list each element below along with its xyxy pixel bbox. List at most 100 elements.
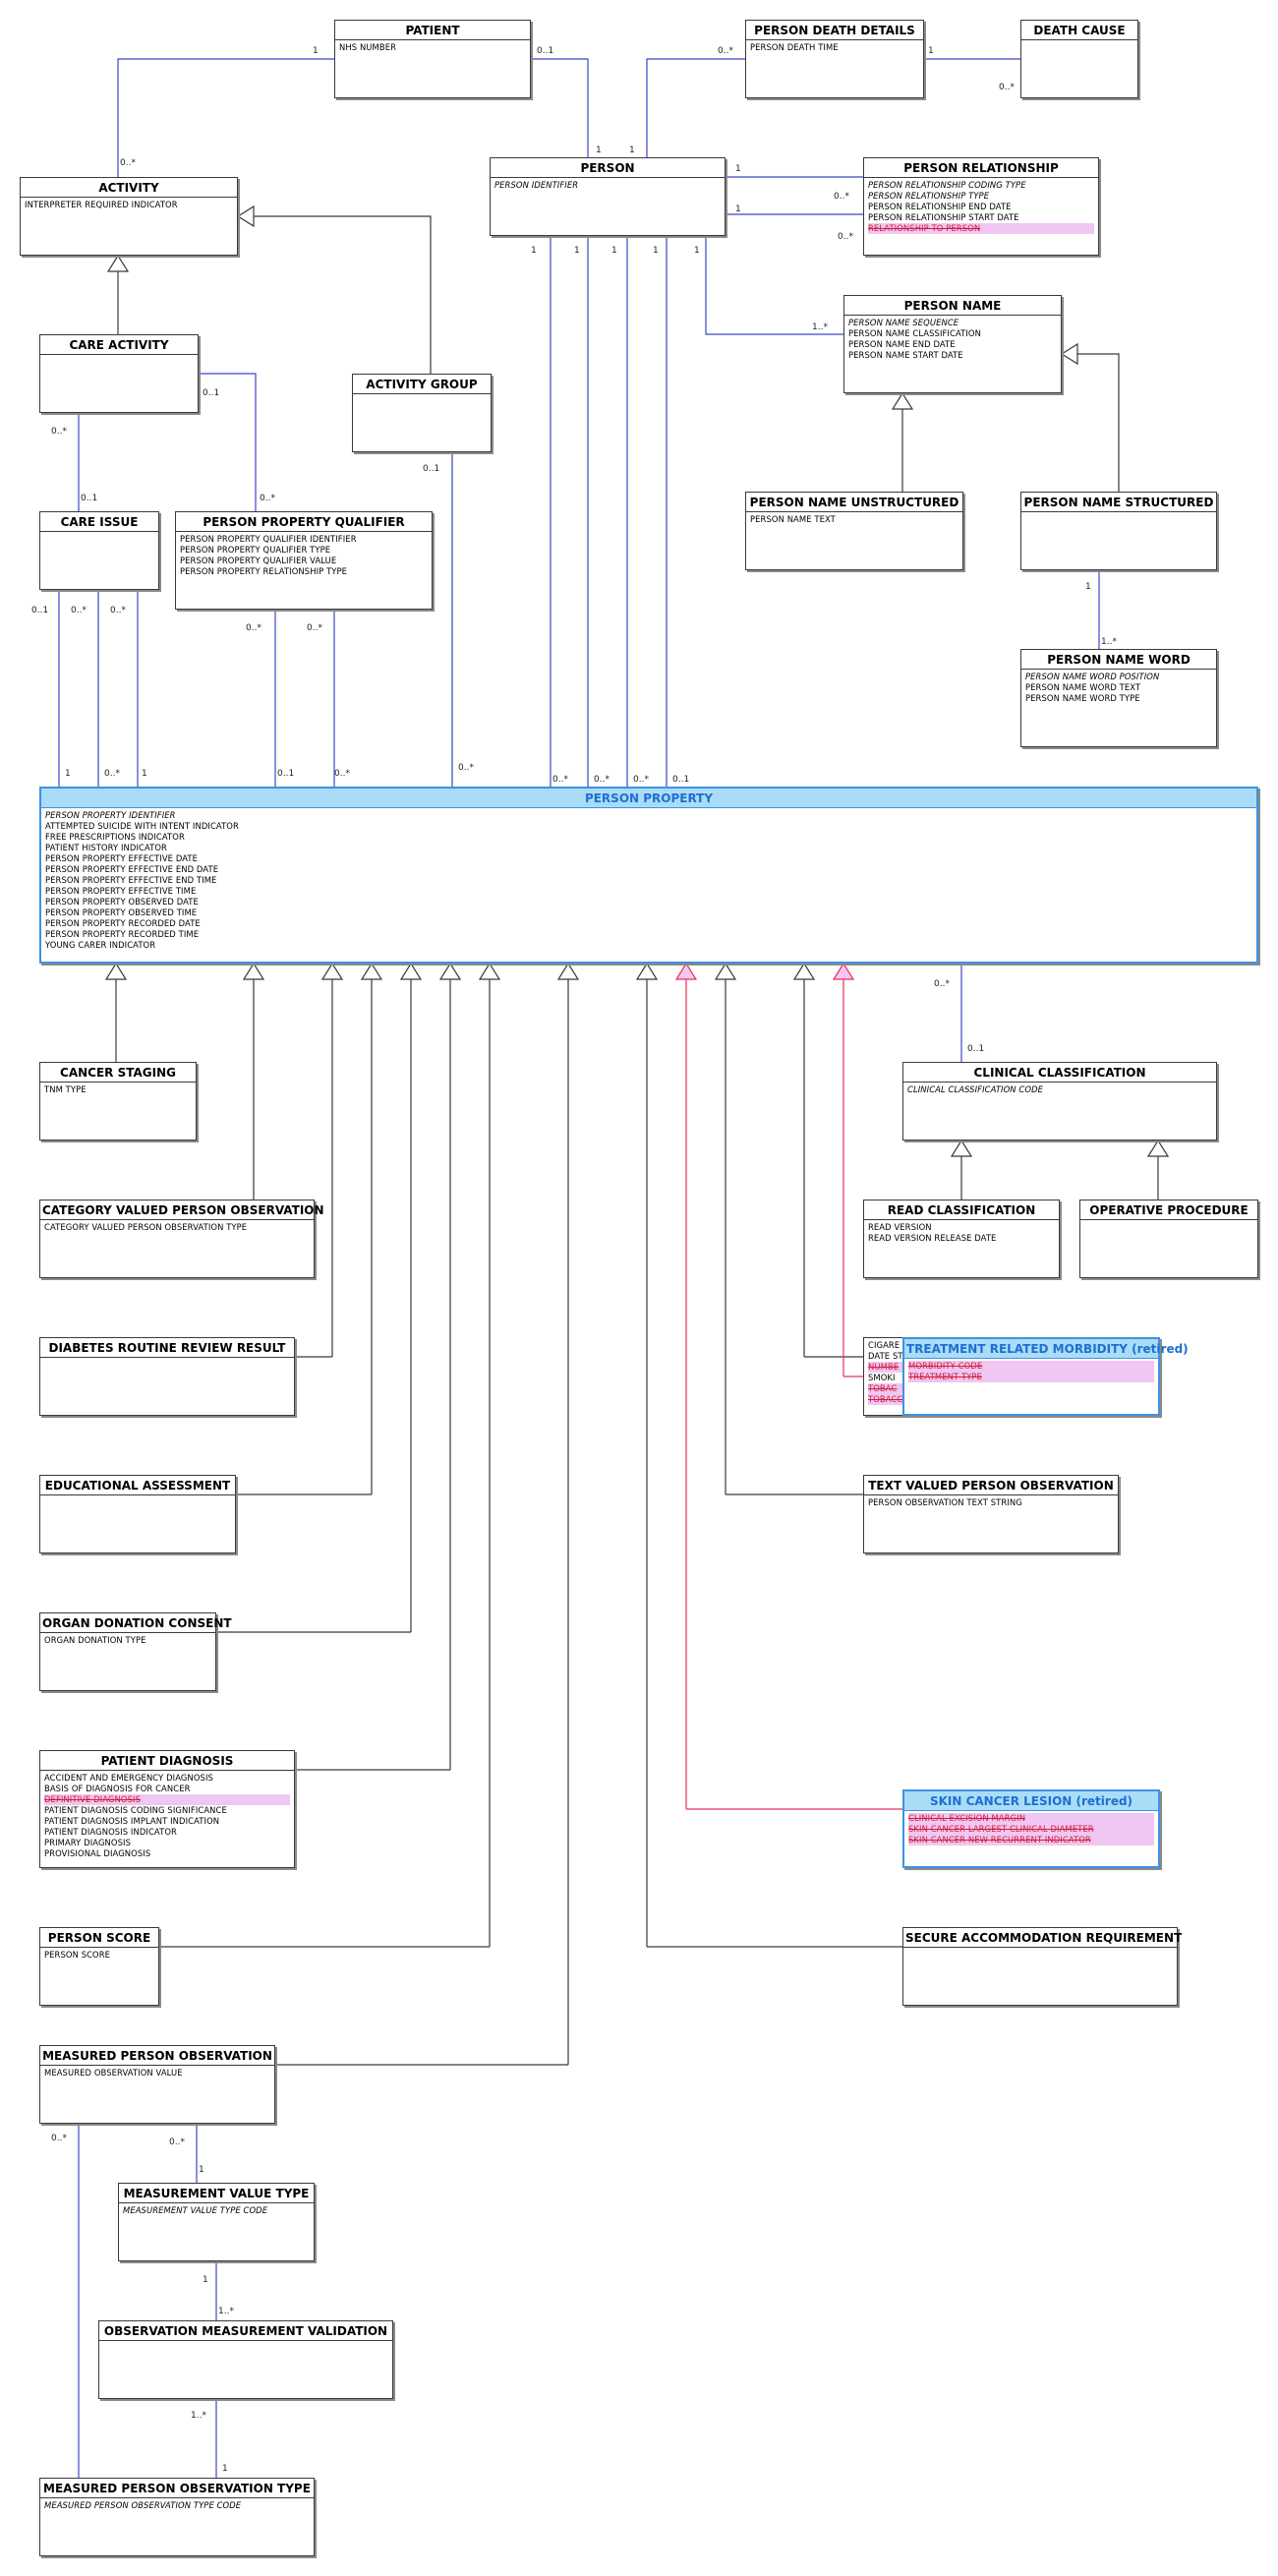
generalization-arrow xyxy=(104,962,128,980)
multiplicity-label: 1 xyxy=(653,246,659,256)
multiplicity-label: 1 xyxy=(203,2275,208,2285)
generalization-arrow xyxy=(1146,1139,1170,1157)
class-attribute: MEASURED OBSERVATION VALUE xyxy=(44,2068,183,2078)
multiplicity-label: 1 xyxy=(928,46,934,56)
multiplicity-label: 0..* xyxy=(718,46,733,56)
class-attributes xyxy=(1021,40,1137,44)
class-attribute: PERSON RELATIONSHIP END DATE xyxy=(868,202,1012,211)
multiplicity-label: 1..* xyxy=(1101,637,1117,647)
class-care-issue[interactable]: CARE ISSUE xyxy=(39,511,159,590)
generalization-arrow xyxy=(714,962,737,980)
class-title: EDUCATIONAL ASSESSMENT xyxy=(40,1476,235,1495)
class-attribute: MEASUREMENT VALUE TYPE CODE xyxy=(123,2205,268,2215)
class-observation-measurement-validation[interactable]: OBSERVATION MEASUREMENT VALIDATION xyxy=(98,2320,393,2399)
multiplicity-label: 0..* xyxy=(552,775,568,785)
multiplicity-label: 0..* xyxy=(307,623,322,633)
class-attribute: DATE ST xyxy=(868,1351,903,1361)
generalization-arrow xyxy=(242,962,265,980)
class-attributes: PERSON OBSERVATION TEXT STRING xyxy=(864,1495,1118,1510)
class-title: SKIN CANCER LESION (retired) xyxy=(904,1791,1158,1811)
class-attribute: PERSON RELATIONSHIP CODING TYPE xyxy=(868,180,1026,190)
class-title: MEASURED PERSON OBSERVATION TYPE xyxy=(40,2479,314,2498)
class-attribute: YOUNG CARER INDICATOR xyxy=(45,940,156,950)
class-skin-cancer-lesion[interactable]: SKIN CANCER LESION (retired)CLINICAL EXC… xyxy=(902,1789,1160,1868)
class-educational-assessment[interactable]: EDUCATIONAL ASSESSMENT xyxy=(39,1475,236,1553)
class-attribute: PERSON PROPERTY QUALIFIER VALUE xyxy=(180,556,337,565)
multiplicity-label: 0..1 xyxy=(967,1044,985,1054)
class-attribute: TREATMENT TYPE xyxy=(908,1372,1154,1382)
class-attribute: PATIENT DIAGNOSIS INDICATOR xyxy=(44,1827,177,1837)
class-attribute: PERSON PROPERTY OBSERVED TIME xyxy=(45,907,198,917)
multiplicity-label: 0..* xyxy=(334,769,350,779)
generalization-arrow xyxy=(556,962,580,980)
association-line xyxy=(531,58,589,157)
class-title: TREATMENT RELATED MORBIDITY (retired) xyxy=(904,1339,1189,1359)
class-attributes: ORGAN DONATION TYPE xyxy=(40,1633,215,1648)
class-death-cause[interactable]: DEATH CAUSE xyxy=(1020,20,1138,98)
association-line xyxy=(646,58,745,157)
class-attributes xyxy=(1021,512,1216,516)
class-attributes xyxy=(40,1495,235,1499)
class-secure-accommodation-requirement[interactable]: SECURE ACCOMMODATION REQUIREMENT xyxy=(902,1927,1182,2006)
generalization-arrow xyxy=(1060,342,1078,366)
class-person-property-qualifier[interactable]: PERSON PROPERTY QUALIFIER PERSON PROPERTY… xyxy=(175,511,433,610)
multiplicity-label: 1 xyxy=(694,246,700,256)
class-treatment-related-morbidity[interactable]: TREATMENT RELATED MORBIDITY (retired)MOR… xyxy=(902,1337,1189,1416)
class-attribute: PERSON NAME WORD TEXT xyxy=(1025,682,1141,692)
class-attributes xyxy=(353,394,491,398)
multiplicity-label: 0..* xyxy=(71,606,87,615)
class-title: PERSON PROPERTY QUALIFIER xyxy=(176,512,432,532)
multiplicity-label: 0..* xyxy=(246,623,261,633)
class-attribute: PERSON IDENTIFIER xyxy=(494,180,579,190)
generalization-arrow xyxy=(236,205,255,228)
class-title: READ CLASSIFICATION xyxy=(864,1200,1059,1220)
multiplicity-label: 0..* xyxy=(51,2134,67,2143)
multiplicity-label: 0..* xyxy=(110,606,126,615)
multiplicity-label: 0..* xyxy=(51,427,67,437)
class-title: SECURE ACCOMMODATION REQUIREMENT xyxy=(903,1928,1182,1948)
multiplicity-label: 1..* xyxy=(812,322,828,332)
class-attributes: PERSON SCORE xyxy=(40,1948,158,1962)
class-person-name-structured[interactable]: PERSON NAME STRUCTURED xyxy=(1020,492,1217,570)
class-operative-procedure[interactable]: OPERATIVE PROCEDURE xyxy=(1079,1200,1258,1278)
class-title: DIABETES ROUTINE REVIEW RESULT xyxy=(40,1338,294,1358)
class-attribute: FREE PRESCRIPTIONS INDICATOR xyxy=(45,832,185,842)
multiplicity-label: 0..* xyxy=(999,83,1015,92)
class-care-activity[interactable]: CARE ACTIVITY xyxy=(39,334,199,413)
class-attribute: CATEGORY VALUED PERSON OBSERVATION TYPE xyxy=(44,1222,248,1232)
class-attribute: PERSON NAME SEQUENCE xyxy=(848,318,959,327)
class-attribute: INTERPRETER REQUIRED INDICATOR xyxy=(25,200,178,209)
generalization-arrow xyxy=(438,962,462,980)
multiplicity-label: 1 xyxy=(574,246,580,256)
class-activity-group[interactable]: ACTIVITY GROUP xyxy=(352,374,492,452)
class-title: PERSON NAME WORD xyxy=(1021,650,1216,670)
multiplicity-label: 1 xyxy=(629,146,635,155)
class-diabetes-routine-review-result[interactable]: DIABETES ROUTINE REVIEW RESULT xyxy=(39,1337,295,1416)
generalization-arrow xyxy=(635,962,659,980)
class-attribute: PERSON PROPERTY EFFECTIVE END DATE xyxy=(45,864,219,874)
multiplicity-label: 1 xyxy=(313,46,319,56)
multiplicity-label: 0..* xyxy=(260,494,275,503)
